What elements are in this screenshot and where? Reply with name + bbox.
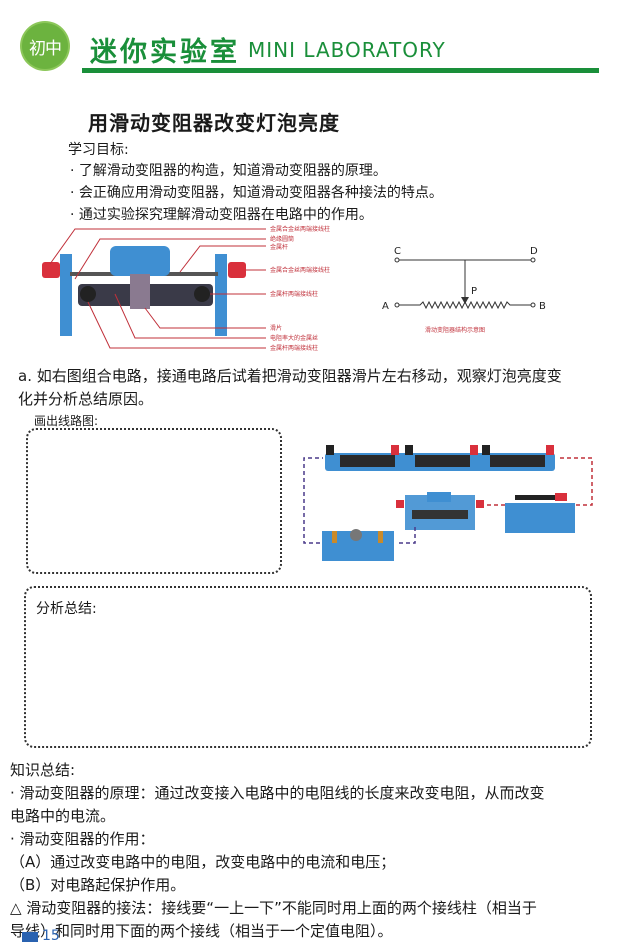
header-divider <box>82 68 599 73</box>
page-number: 15 <box>42 928 60 944</box>
analysis-label: 分析总结: <box>36 601 97 617</box>
task-text-line1: a. 如右图组合电路，接通电路后试着把滑动变阻器滑片左右移动，观察灯泡亮度变 <box>18 367 562 385</box>
knowledge-heading: 知识总结: <box>10 761 76 779</box>
terminal-b: B <box>539 301 546 312</box>
circuit-setup-figure <box>303 445 593 561</box>
draw-diagram-box[interactable] <box>26 428 282 574</box>
draw-diagram-label: 画出线路图: <box>34 414 99 428</box>
terminal-a: A <box>382 301 389 312</box>
rheostat-device <box>42 246 246 336</box>
knowledge-line: △ 滑动变阻器的接法：接线要“一上一下”不能同时用上面的两个接线柱（相当于 <box>10 899 537 917</box>
page-title: 用滑动变阻器改变灯泡亮度 <box>88 111 340 135</box>
callout-label: 滑片 <box>270 324 282 332</box>
task-text-line2: 化并分析总结原因。 <box>18 390 154 408</box>
brand-title-en: MINI LABORATORY <box>248 38 446 62</box>
knowledge-line: 电路中的电流。 <box>10 807 116 825</box>
slider-arrow-icon <box>461 297 469 304</box>
callout-label: 电阻率大的金属丝 <box>270 334 318 342</box>
knowledge-line: 导线）和同时用下面的两个接线（相当于一个定值电阻）。 <box>10 922 393 940</box>
callout-label: 金属合金丝两端接线柱 <box>270 266 330 274</box>
rheostat-unit <box>396 492 484 530</box>
knowledge-line: （B）对电路起保护作用。 <box>10 876 186 894</box>
battery-pack <box>325 445 555 471</box>
slider-p: P <box>471 286 477 297</box>
callout-label: 金属杆 <box>270 243 288 251</box>
terminal-c: C <box>394 246 401 257</box>
rheostat-figure: 金属合金丝两端接线柱 绝缘圆筒 金属杆 金属合金丝两端接线柱 金属杆两端接线柱 … <box>42 225 330 352</box>
brand-title-cn: 迷你实验室 <box>90 37 240 68</box>
callout-label: 金属合金丝两端接线柱 <box>270 225 330 233</box>
callout-label: 金属杆两端接线柱 <box>270 290 318 298</box>
knowledge-line: · 滑动变阻器的原理：通过改变接入电路中的电阻线的长度来改变电阻，从而改变 <box>10 784 545 802</box>
rheostat-schematic: C D A B P 滑动变阻器结构示意图 <box>382 246 546 334</box>
analysis-box[interactable] <box>24 586 592 748</box>
goal-item: · 了解滑动变阻器的构造，知道滑动变阻器的原理。 <box>70 163 387 179</box>
callout-label: 绝缘圆筒 <box>270 235 294 243</box>
lamp-unit <box>322 529 394 561</box>
page-marker-icon <box>22 932 38 942</box>
knowledge-line: · 滑动变阻器的作用： <box>10 830 155 848</box>
callout-label: 金属杆两端接线柱 <box>270 344 318 352</box>
schematic-caption: 滑动变阻器结构示意图 <box>425 326 485 334</box>
terminal-d: D <box>530 246 538 257</box>
grade-badge: 初中 <box>22 23 68 69</box>
goal-item: · 会正确应用滑动变阻器，知道滑动变阻器各种接法的特点。 <box>70 185 443 201</box>
switch-unit <box>505 493 575 533</box>
goal-item: · 通过实验探究理解滑动变阻器在电路中的作用。 <box>70 207 373 223</box>
grade-badge-text: 初中 <box>29 38 62 59</box>
goals-heading: 学习目标: <box>68 142 129 158</box>
knowledge-line: （A）通过改变电路中的电阻，改变电路中的电流和电压； <box>10 853 396 871</box>
